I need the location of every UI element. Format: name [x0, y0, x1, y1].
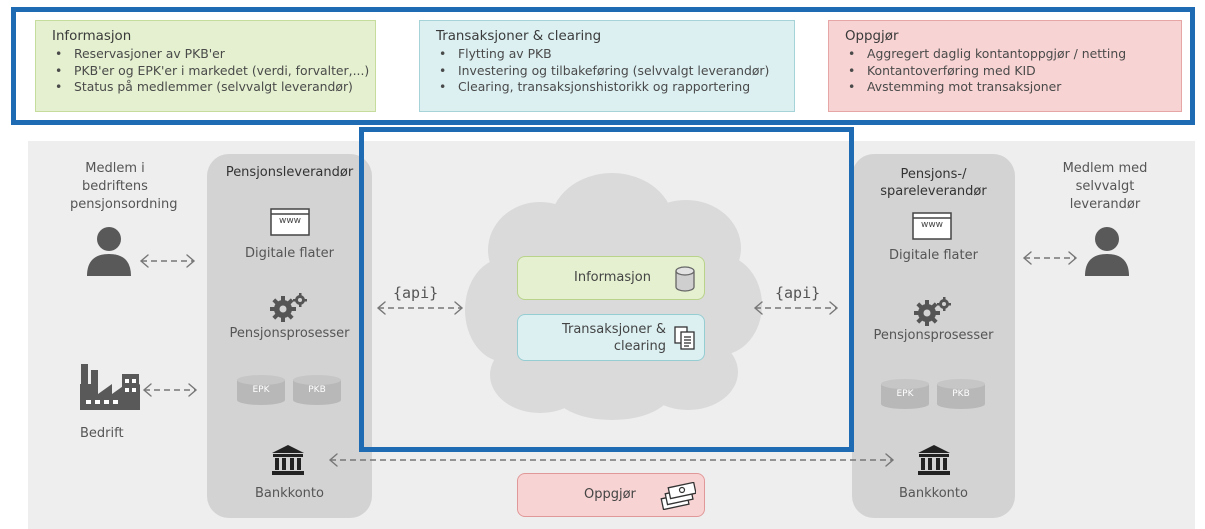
label-line: clearing	[613, 339, 666, 354]
list-item: Flytting av PKB	[436, 46, 784, 63]
label-line: Pensjons-/	[900, 167, 967, 182]
label-line: Medlem med	[1062, 161, 1148, 176]
label-line: pensjonsordning	[70, 197, 178, 212]
list-item: Reservasjoner av PKB'er	[52, 46, 365, 63]
label-line: spareleverandør	[880, 184, 987, 199]
www-label: www	[920, 220, 944, 230]
center-highlight-frame	[359, 127, 854, 452]
epk-label: EPK	[896, 389, 914, 399]
oppgjor-pill-label: Oppgjør	[584, 487, 636, 502]
label-line: leverandør	[1069, 197, 1141, 212]
company-label: Bedrift	[80, 426, 124, 441]
bank-right-label: Bankkonto	[899, 486, 968, 501]
list-item: Investering og tilbakeføring (selvvalgt …	[436, 63, 784, 80]
oppgjor-pill: Oppgjør	[517, 473, 705, 517]
database-icon	[675, 266, 695, 292]
factory-icon	[80, 364, 140, 410]
transaksjoner-pill: Transaksjoner & clearing	[517, 314, 705, 361]
list-item: PKB'er og EPK'er i markedet (verdi, forv…	[52, 63, 369, 80]
informasjon-title: Informasjon	[52, 29, 132, 44]
api-label-left: {api}	[393, 284, 439, 302]
person-icon	[1085, 227, 1129, 276]
transaksjoner-pill-label: Transaksjoner & clearing	[556, 321, 666, 355]
digital-right-label: Digitale flater	[889, 248, 978, 263]
digital-left-label: Digitale flater	[245, 246, 334, 261]
member-left-label: Medlem i bedriftens pensjonsordning	[70, 160, 178, 214]
provider-right-title: Pensjons-/ spareleverandør	[852, 166, 1015, 200]
epk-label: EPK	[252, 385, 270, 395]
bank-icon	[272, 445, 304, 475]
documents-icon	[674, 326, 695, 350]
label-line: Transaksjoner &	[561, 322, 666, 337]
money-icon	[660, 482, 696, 510]
databases-left	[237, 375, 341, 405]
provider-left-title: Pensjonsleverandør	[225, 165, 354, 180]
label-line: bedriftens	[82, 179, 148, 194]
informasjon-pill: Informasjon	[517, 256, 705, 300]
oppgjor-title: Oppgjør	[845, 29, 899, 44]
top-highlight-frame	[11, 7, 1195, 125]
gears-icon	[914, 297, 951, 326]
www-label: www	[278, 216, 302, 226]
list-item: Avstemming mot transaksjoner	[845, 79, 1171, 96]
api-label-right: {api}	[775, 284, 821, 302]
informasjon-box: Informasjon Reservasjoner av PKB'er PKB'…	[35, 20, 376, 112]
person-icon	[87, 227, 131, 276]
member-right-label: Medlem med selvvalgt leverandør	[1055, 160, 1155, 214]
website-icon	[912, 212, 952, 240]
list-item: Status på medlemmer (selvvalgt leverandø…	[52, 79, 365, 96]
pkb-label: PKB	[952, 389, 970, 399]
informasjon-pill-label: Informasjon	[574, 270, 651, 285]
website-icon	[270, 208, 310, 236]
bank-left-label: Bankkonto	[255, 486, 324, 501]
pkb-label: PKB	[308, 385, 326, 395]
list-item: Clearing, transaksjonshistorikk og rappo…	[436, 79, 784, 96]
databases-right	[881, 379, 985, 409]
processes-right-label: Pensjonsprosesser	[873, 328, 994, 343]
list-item: Kontantoverføring med KID	[845, 63, 1171, 80]
label-line: Medlem i	[85, 161, 145, 176]
list-item: Aggregert daglig kontantoppgjør / nettin…	[845, 46, 1171, 63]
transaksjoner-title: Transaksjoner & clearing	[436, 29, 602, 44]
gears-icon	[270, 293, 307, 322]
oppgjor-box: Oppgjør Aggregert daglig kontantoppgjør …	[828, 20, 1182, 112]
processes-left-label: Pensjonsprosesser	[229, 326, 350, 341]
bank-icon	[918, 445, 950, 475]
transaksjoner-box: Transaksjoner & clearing Flytting av PKB…	[419, 20, 795, 112]
label-line: selvvalgt	[1075, 179, 1135, 194]
